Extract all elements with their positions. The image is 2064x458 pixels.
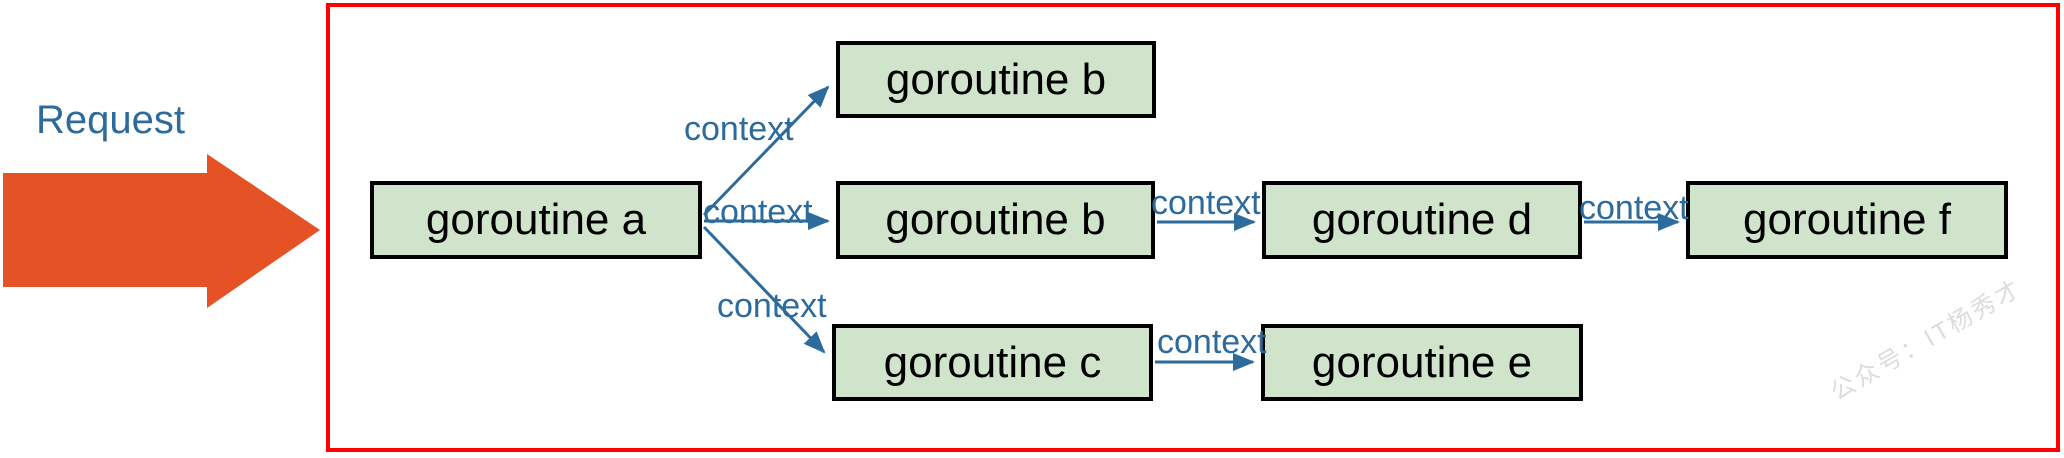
node-goroutine-d: goroutine d: [1262, 181, 1582, 259]
node-goroutine-f: goroutine f: [1686, 181, 2008, 259]
edge-label-a-b: context: [703, 193, 813, 231]
node-goroutine-a: goroutine a: [370, 181, 702, 259]
edge-label-d-f: context: [1579, 189, 1689, 227]
node-goroutine-e: goroutine e: [1261, 324, 1583, 401]
edge-label-b-d: context: [1151, 184, 1261, 222]
diagram-frame: [326, 3, 2060, 452]
node-goroutine-b: goroutine b: [836, 181, 1155, 259]
edge-label-c-e: context: [1157, 323, 1267, 361]
node-goroutine-c: goroutine c: [832, 324, 1153, 401]
edge-label-a-c: context: [717, 287, 827, 325]
node-goroutine-b-top: goroutine b: [836, 41, 1156, 118]
edge-label-a-b-top: context: [684, 110, 794, 148]
request-label: Request: [36, 98, 185, 142]
